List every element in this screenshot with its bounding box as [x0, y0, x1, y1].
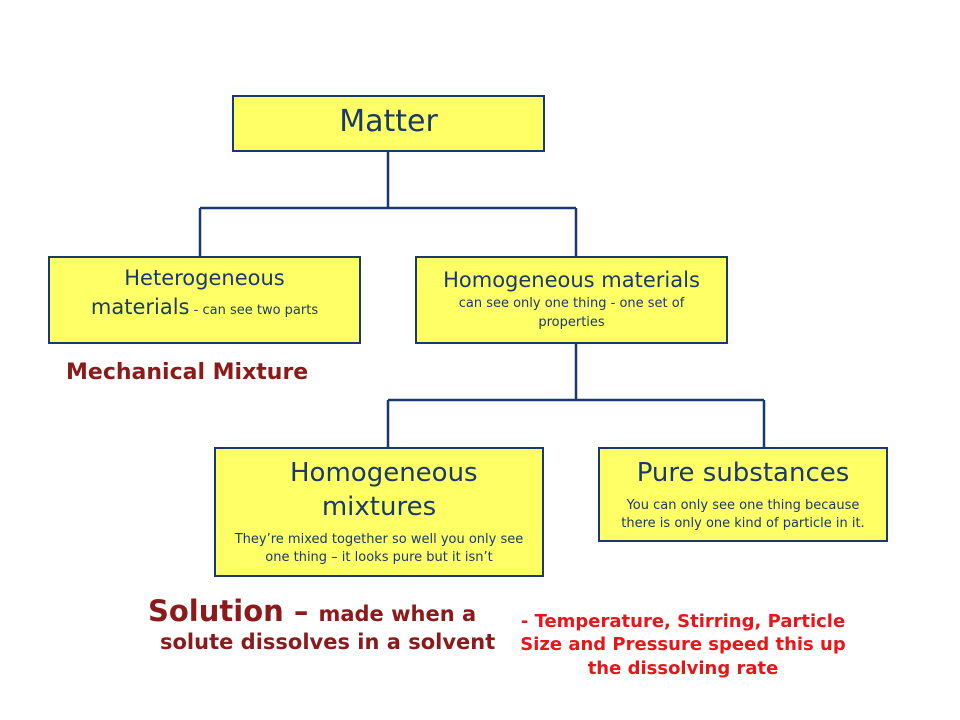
pure-substances-note: You can only see one thing because there…: [621, 497, 865, 531]
heterogeneous-note: - can see two parts: [189, 303, 319, 319]
heterogeneous-materials-box: Heterogeneous materials - can see two pa…: [48, 256, 361, 344]
pure-substances-title: Pure substances: [636, 458, 850, 488]
homogeneous-materials-box: Homogeneous materials can see only one t…: [415, 256, 728, 344]
homogeneous-materials-note: can see only one thing - one set of prop…: [458, 296, 685, 330]
matter-box: Matter: [232, 95, 545, 152]
homogeneous-mixtures-note: They’re mixed together so well you only …: [234, 531, 524, 565]
matter-title: Matter: [339, 104, 438, 139]
homogeneous-materials-title: Homogeneous materials: [443, 268, 700, 292]
heterogeneous-title-line2: materials: [90, 295, 190, 320]
homogeneous-mixtures-box: Homogeneous mixtures They’re mixed toget…: [214, 447, 544, 577]
solution-definition: Solution – made when a solute dissolves …: [148, 594, 508, 654]
pure-substances-box: Pure substances You can only see one thi…: [598, 447, 888, 542]
mechanical-mixture-label: Mechanical Mixture: [66, 360, 309, 385]
heterogeneous-title-line1: Heterogeneous: [124, 266, 285, 290]
dissolving-rate-note: - Temperature, Stirring, Particle Size a…: [520, 611, 846, 679]
solution-term: Solution –: [148, 594, 319, 628]
homogeneous-mixtures-title: Homogeneous mixtures: [290, 458, 478, 522]
solution-def-part1: made when a: [318, 602, 477, 626]
solution-def-part2: solute dissolves in a solvent: [160, 630, 496, 654]
